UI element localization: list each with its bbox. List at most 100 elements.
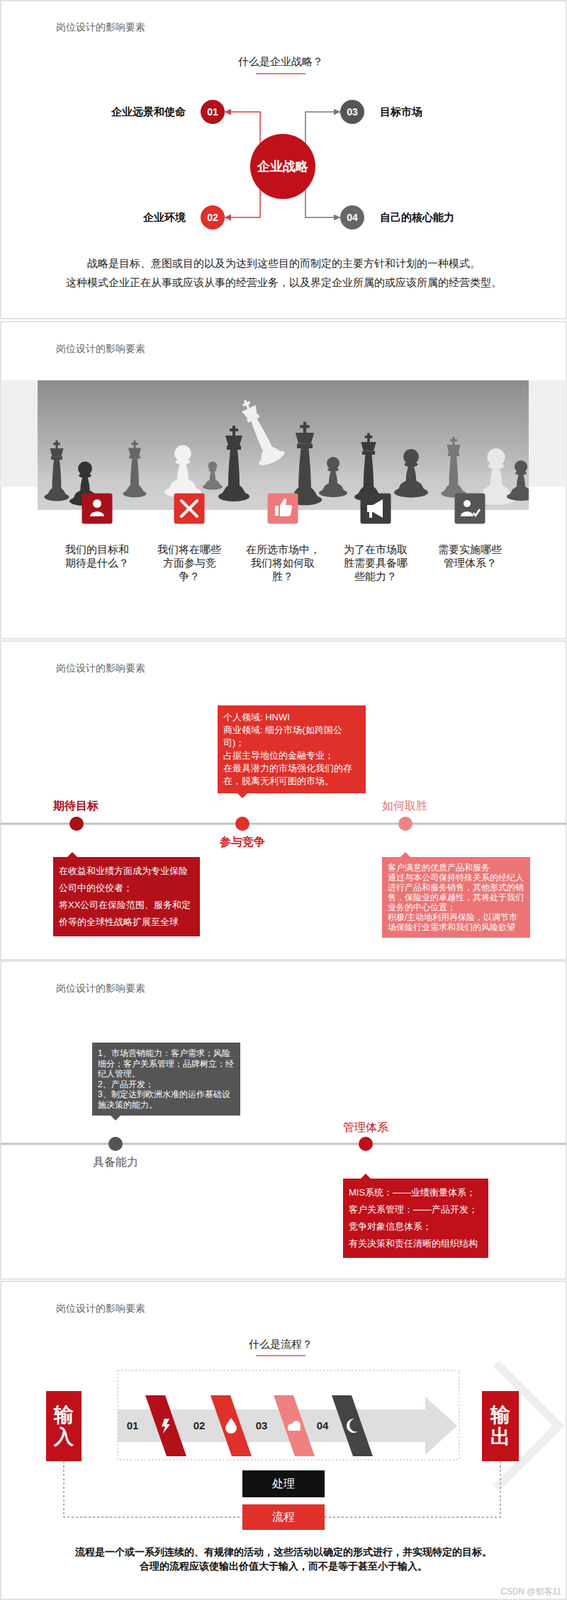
chess-photo [123,440,147,498]
box-pointer [400,852,411,858]
node-text: 客户关系管理：——产品开发； [348,1202,483,1220]
text-label: 自己的核心能力 [379,211,455,225]
slide-frame [0,1282,567,1600]
text-label: 目标市场 [379,105,423,120]
node-text: 商业领域: 细分市场(如跨国公司)； [223,724,361,750]
connector [324,1462,501,1519]
box-pointer [67,852,78,858]
connector [305,111,341,144]
icon-thumb [274,506,279,516]
text-label: 什么是流程？ [248,1338,313,1353]
timeline [358,1137,373,1152]
text-label: 如何取胜 [382,799,428,814]
timeline [0,817,567,1152]
icon-megaphone [360,493,392,525]
text-label: 02 [193,1420,206,1434]
text-label: 企业远景和使命 [111,105,186,120]
process-box: 处理 [242,1471,325,1499]
timeline [108,1137,123,1152]
slide-frame [0,0,567,319]
node-text: 02 [206,211,219,224]
number-circle: 01 [200,99,225,125]
text-label: 流程是一个或一系列连续的、有规律的活动，这些活动以确定的形式进行，并实现特定的目… [75,1547,492,1560]
chess-photo [354,433,383,502]
node-text: 客户满意的优质产品和服务 [387,863,525,874]
text-label: 企业环境 [143,211,186,225]
text-label: 具备能力 [92,1155,139,1171]
connector [305,189,341,218]
number-circle: 04 [340,205,365,230]
node-text: 输出 [490,1405,511,1450]
chess-photo [43,440,69,502]
text-label: 合理的流程应该使输出价值大于输入，而不是等于甚至小于输入。 [139,1561,428,1575]
node-text: 04 [346,211,358,224]
node-text: 企业战略 [257,158,309,176]
icon-manager [455,493,486,525]
callout-box: 在收益和业绩方面成为专业保险公司中的佼佼者；将XX公司在保险范围、服务和定价等的… [53,857,200,937]
icon-goal [90,511,105,517]
title-underline [255,73,306,75]
chess-photo [37,380,529,511]
timeline [0,1143,567,1147]
process-ribbon [331,1396,373,1458]
connector [224,189,261,218]
icon-thumb [279,498,293,517]
text-label: 岗位设计的影响要素 [55,21,146,35]
timeline [69,817,84,832]
callout-box: 客户满意的优质产品和服务通过与本公司保持特殊关系的经纪人进行产品和服务销售，其他… [382,857,531,939]
text-label: 我们的目标和期待是什么？ [63,542,132,570]
input-box: 输入 [46,1391,82,1463]
text-label: 在所选市场中，我们将如何取胜？ [243,542,322,584]
chess-photo [506,460,529,502]
text-label: 03 [255,1420,268,1434]
icon-manager [460,511,474,517]
box-pointer [360,1174,371,1180]
icon-tools [174,493,205,525]
box-pointer [110,1116,121,1122]
icon-tools [174,493,205,525]
icon-megaphone [369,512,373,519]
text-label: 岗位设计的影响要素 [55,343,146,356]
node-text: 在最具潜力的市场强化我们的存在，脱离无利可图的市场。 [223,762,361,789]
icon-megaphone [367,499,383,519]
node-text: 个人领域: HNWI [223,711,361,725]
node-text: 占据主导地位的金融专业； [223,749,361,763]
slide-frame [0,641,567,961]
node-text: 竞争对象信息体系； [348,1219,483,1237]
process-icons [287,1428,301,1432]
icon-goal [92,499,102,509]
node-text: 1、市场营销能力：客户需求；风险细分；客户关系管理；品牌树立；经纪人管理。 [97,1048,235,1081]
text-label: 04 [316,1420,329,1434]
text-label: 管理体系 [343,1121,389,1136]
icon-manager [463,500,471,508]
node-text: 2、产品开发； [97,1080,235,1091]
number-circle: 02 [200,205,225,230]
icon-megaphone [360,493,392,525]
icon-thumb [267,493,299,525]
node-text: 在收益和业绩方面成为专业保险公司中的佼佼者； [58,863,195,898]
node-text: 处理 [272,1477,295,1493]
node-text: MIS系统：——业绩衡量体系； [348,1185,483,1203]
node-text: 输入 [53,1405,74,1450]
text-label: 01 [126,1420,139,1434]
icon-manager [473,509,480,516]
icon-tools [181,501,198,517]
text-label: CSDN @郁客11 [500,1587,562,1599]
text-label: 岗位设计的影响要素 [55,662,146,676]
chess-photo [440,437,466,499]
number-circle: 03 [340,99,365,125]
timeline [398,817,413,832]
chess-photo [218,425,250,502]
output-box: 输出 [481,1391,519,1463]
node-text: 有关决策和责任清晰的组织结构 [348,1236,483,1254]
chess-photo [394,449,429,498]
text-label: 参与竞争 [219,835,266,850]
chess-photo [202,462,223,491]
node-text: 将XX公司在保险范围、服务和定价等的全球性战略扩展至全球 [58,897,195,932]
icon-thumb [267,493,299,525]
process-box: 流程 [242,1505,325,1531]
callout-box: MIS系统：——业绩衡量体系；客户关系管理：——产品开发；竞争对象信息体系；有关… [343,1179,489,1259]
chess-photo [164,445,202,499]
node-text: 通过与本公司保持特殊关系的经纪人进行产品和服务销售，其他形式的销售，保险业的卓越… [387,873,525,913]
